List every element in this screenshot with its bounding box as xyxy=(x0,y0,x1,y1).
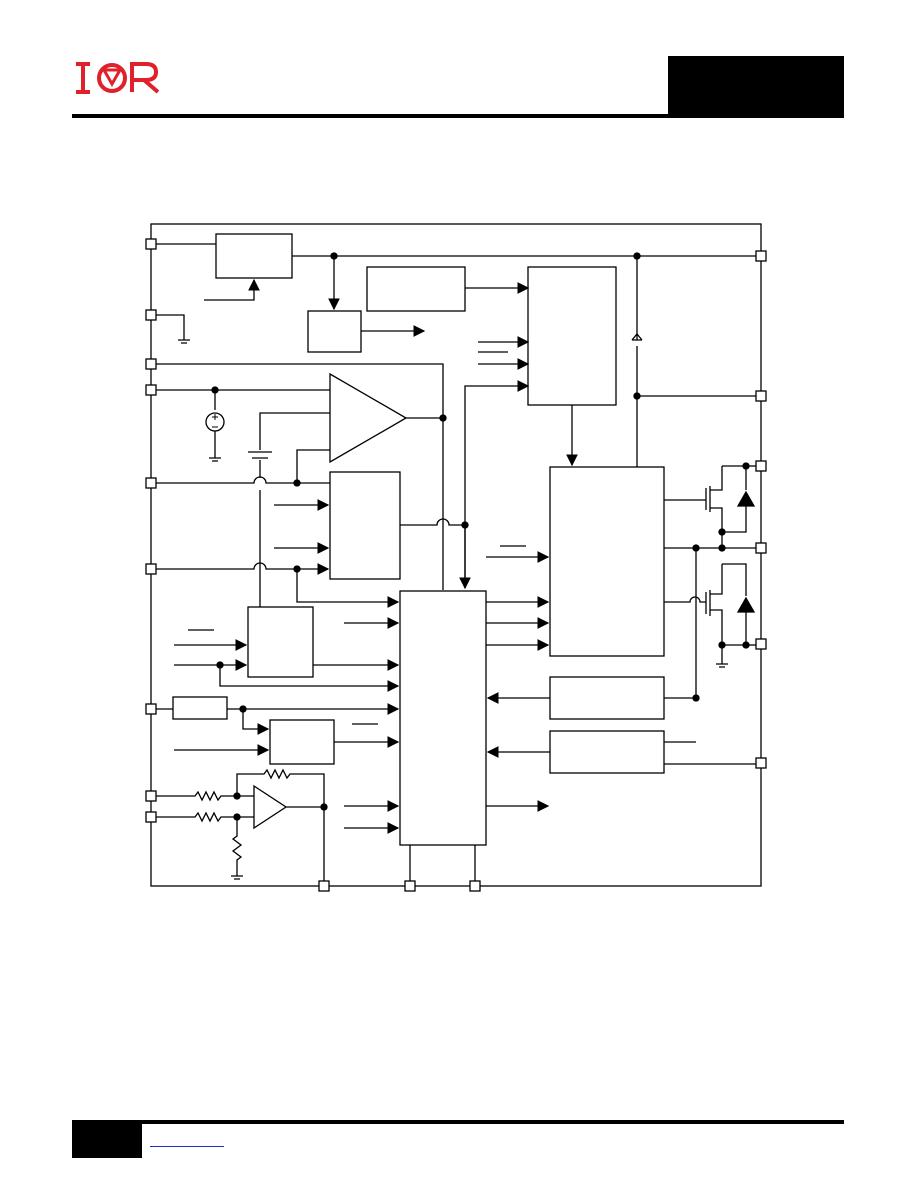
logo-letter-r xyxy=(130,62,160,94)
reference-block xyxy=(366,266,466,312)
logic-block-right-top xyxy=(527,266,617,406)
comparator-block xyxy=(329,471,401,580)
pin-bottom-2 xyxy=(404,880,416,892)
pin-bottom-1 xyxy=(318,880,330,892)
soft-start-block xyxy=(247,606,314,678)
pin-left-1 xyxy=(145,238,157,250)
sense-block-lower xyxy=(549,730,665,774)
pin-left-9 xyxy=(145,811,157,823)
footer-page-box xyxy=(72,1124,142,1158)
pins xyxy=(145,238,767,892)
block-diagram-boundary xyxy=(150,223,762,887)
pin-right-2 xyxy=(755,390,767,402)
logo-letter-o xyxy=(97,63,127,93)
pin-left-7 xyxy=(145,703,157,715)
pin-right-1 xyxy=(755,250,767,262)
pin-right-4 xyxy=(755,542,767,554)
footer-rule xyxy=(72,1120,844,1124)
regulator-block xyxy=(215,233,293,279)
logo-triangle xyxy=(101,68,123,88)
pin-right-5 xyxy=(755,638,767,650)
oscillator-block xyxy=(269,719,335,765)
pin-left-6 xyxy=(145,563,157,575)
logo-letter-i xyxy=(76,62,90,94)
pin-left-8 xyxy=(145,790,157,802)
error-amplifier xyxy=(329,372,408,464)
wiring xyxy=(156,243,756,881)
main-control-logic xyxy=(399,590,487,846)
small-block xyxy=(307,310,362,353)
pin-left-4 xyxy=(145,384,157,396)
pin-right-6 xyxy=(755,757,767,769)
logo-mark xyxy=(76,62,160,94)
junctions xyxy=(211,252,750,821)
source-polarity xyxy=(212,414,218,428)
current-sense-amplifier xyxy=(253,784,288,830)
gate-driver-block xyxy=(549,466,665,657)
company-logo xyxy=(72,58,162,98)
pin-bottom-3 xyxy=(469,880,481,892)
pin-left-2 xyxy=(145,309,157,321)
pin-resistor-block xyxy=(172,696,228,720)
pin-left-5 xyxy=(145,477,157,489)
header-rule xyxy=(72,114,844,118)
pin-right-3 xyxy=(755,460,767,472)
header-part-number-box xyxy=(668,56,844,116)
pin-left-3 xyxy=(145,358,157,370)
sense-block-upper xyxy=(549,676,665,720)
footer-website-link[interactable] xyxy=(150,1146,224,1147)
